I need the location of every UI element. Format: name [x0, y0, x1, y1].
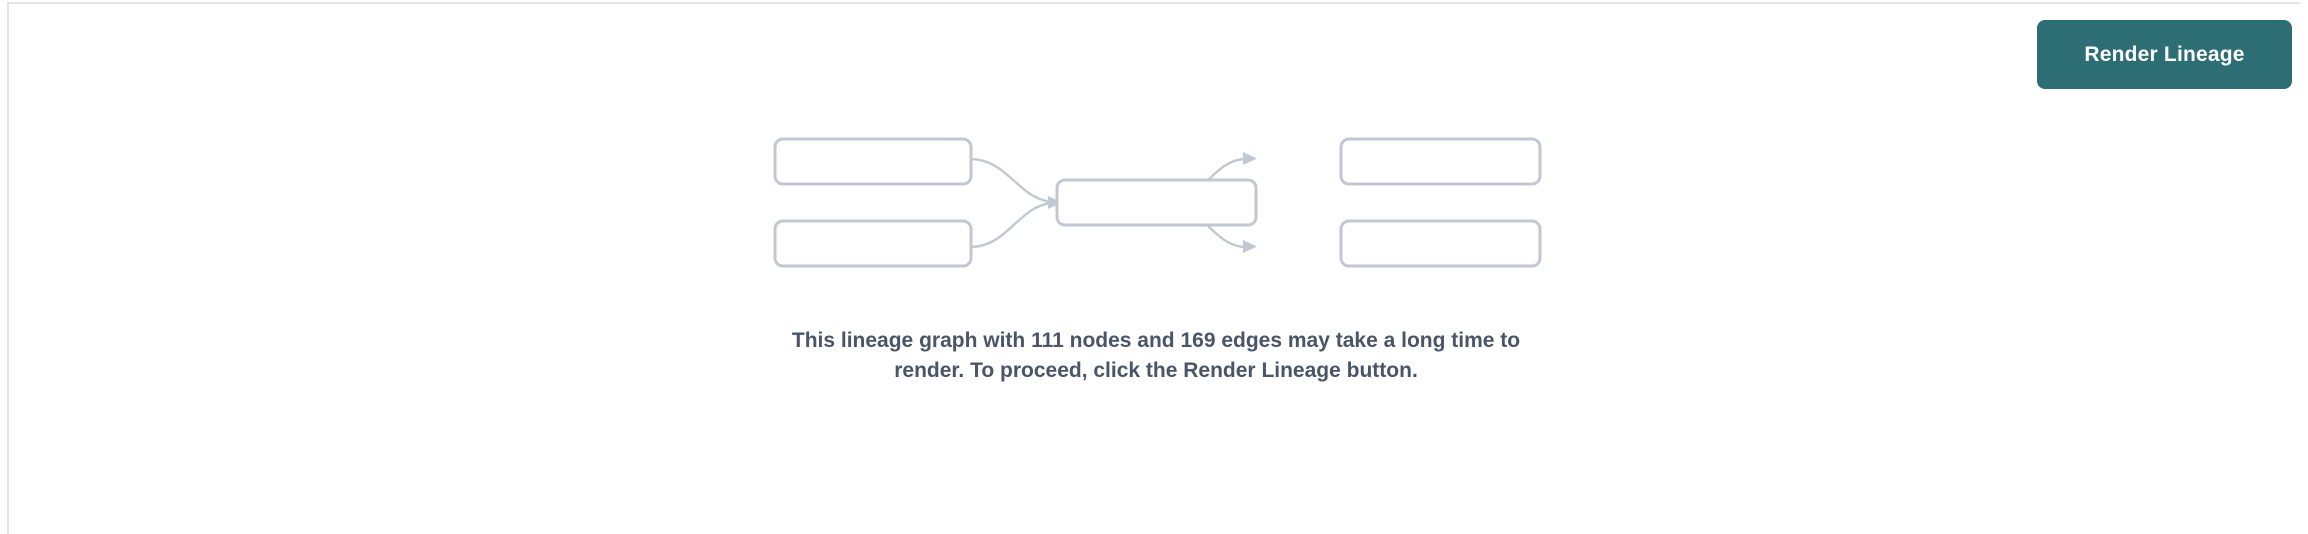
placeholder-graph-svg: [773, 137, 1542, 268]
placeholder-node-downstream-2: [1339, 219, 1542, 268]
edge-center-to-downstream-1: [1169, 157, 1247, 204]
placeholder-node-upstream-1: [773, 137, 973, 186]
edge-center-to-downstream-2: [1169, 202, 1247, 249]
lineage-warning-message: This lineage graph with 111 nodes and 16…: [764, 326, 1548, 385]
lineage-warning-line-1: This lineage graph with 111 nodes and 16…: [791, 329, 1378, 352]
placeholder-node-center: [1055, 178, 1258, 227]
edge-path: [1169, 202, 1247, 249]
panel-top-divider: [7, 2, 2300, 4]
panel-left-divider: [7, 2, 9, 534]
edge-arrowhead-center-in: [1048, 196, 1062, 209]
edge-upstream-2-to-center: [969, 201, 1053, 249]
lineage-warning-line-3: button.: [1346, 358, 1418, 382]
edge-path: [969, 201, 1053, 249]
edge-path: [1169, 157, 1247, 204]
lineage-warning-line-2: a long time to render. To proceed, click…: [894, 329, 1521, 382]
render-lineage-button[interactable]: Render Lineage: [2037, 20, 2292, 89]
edge-arrowhead-downstream-2: [1243, 240, 1257, 253]
placeholder-node-downstream-1: [1339, 137, 1542, 186]
edge-path: [969, 157, 1053, 204]
placeholder-node-upstream-2: [773, 219, 973, 268]
edge-arrowhead-downstream-1: [1243, 152, 1257, 165]
edge-upstream-1-to-center: [969, 157, 1053, 204]
